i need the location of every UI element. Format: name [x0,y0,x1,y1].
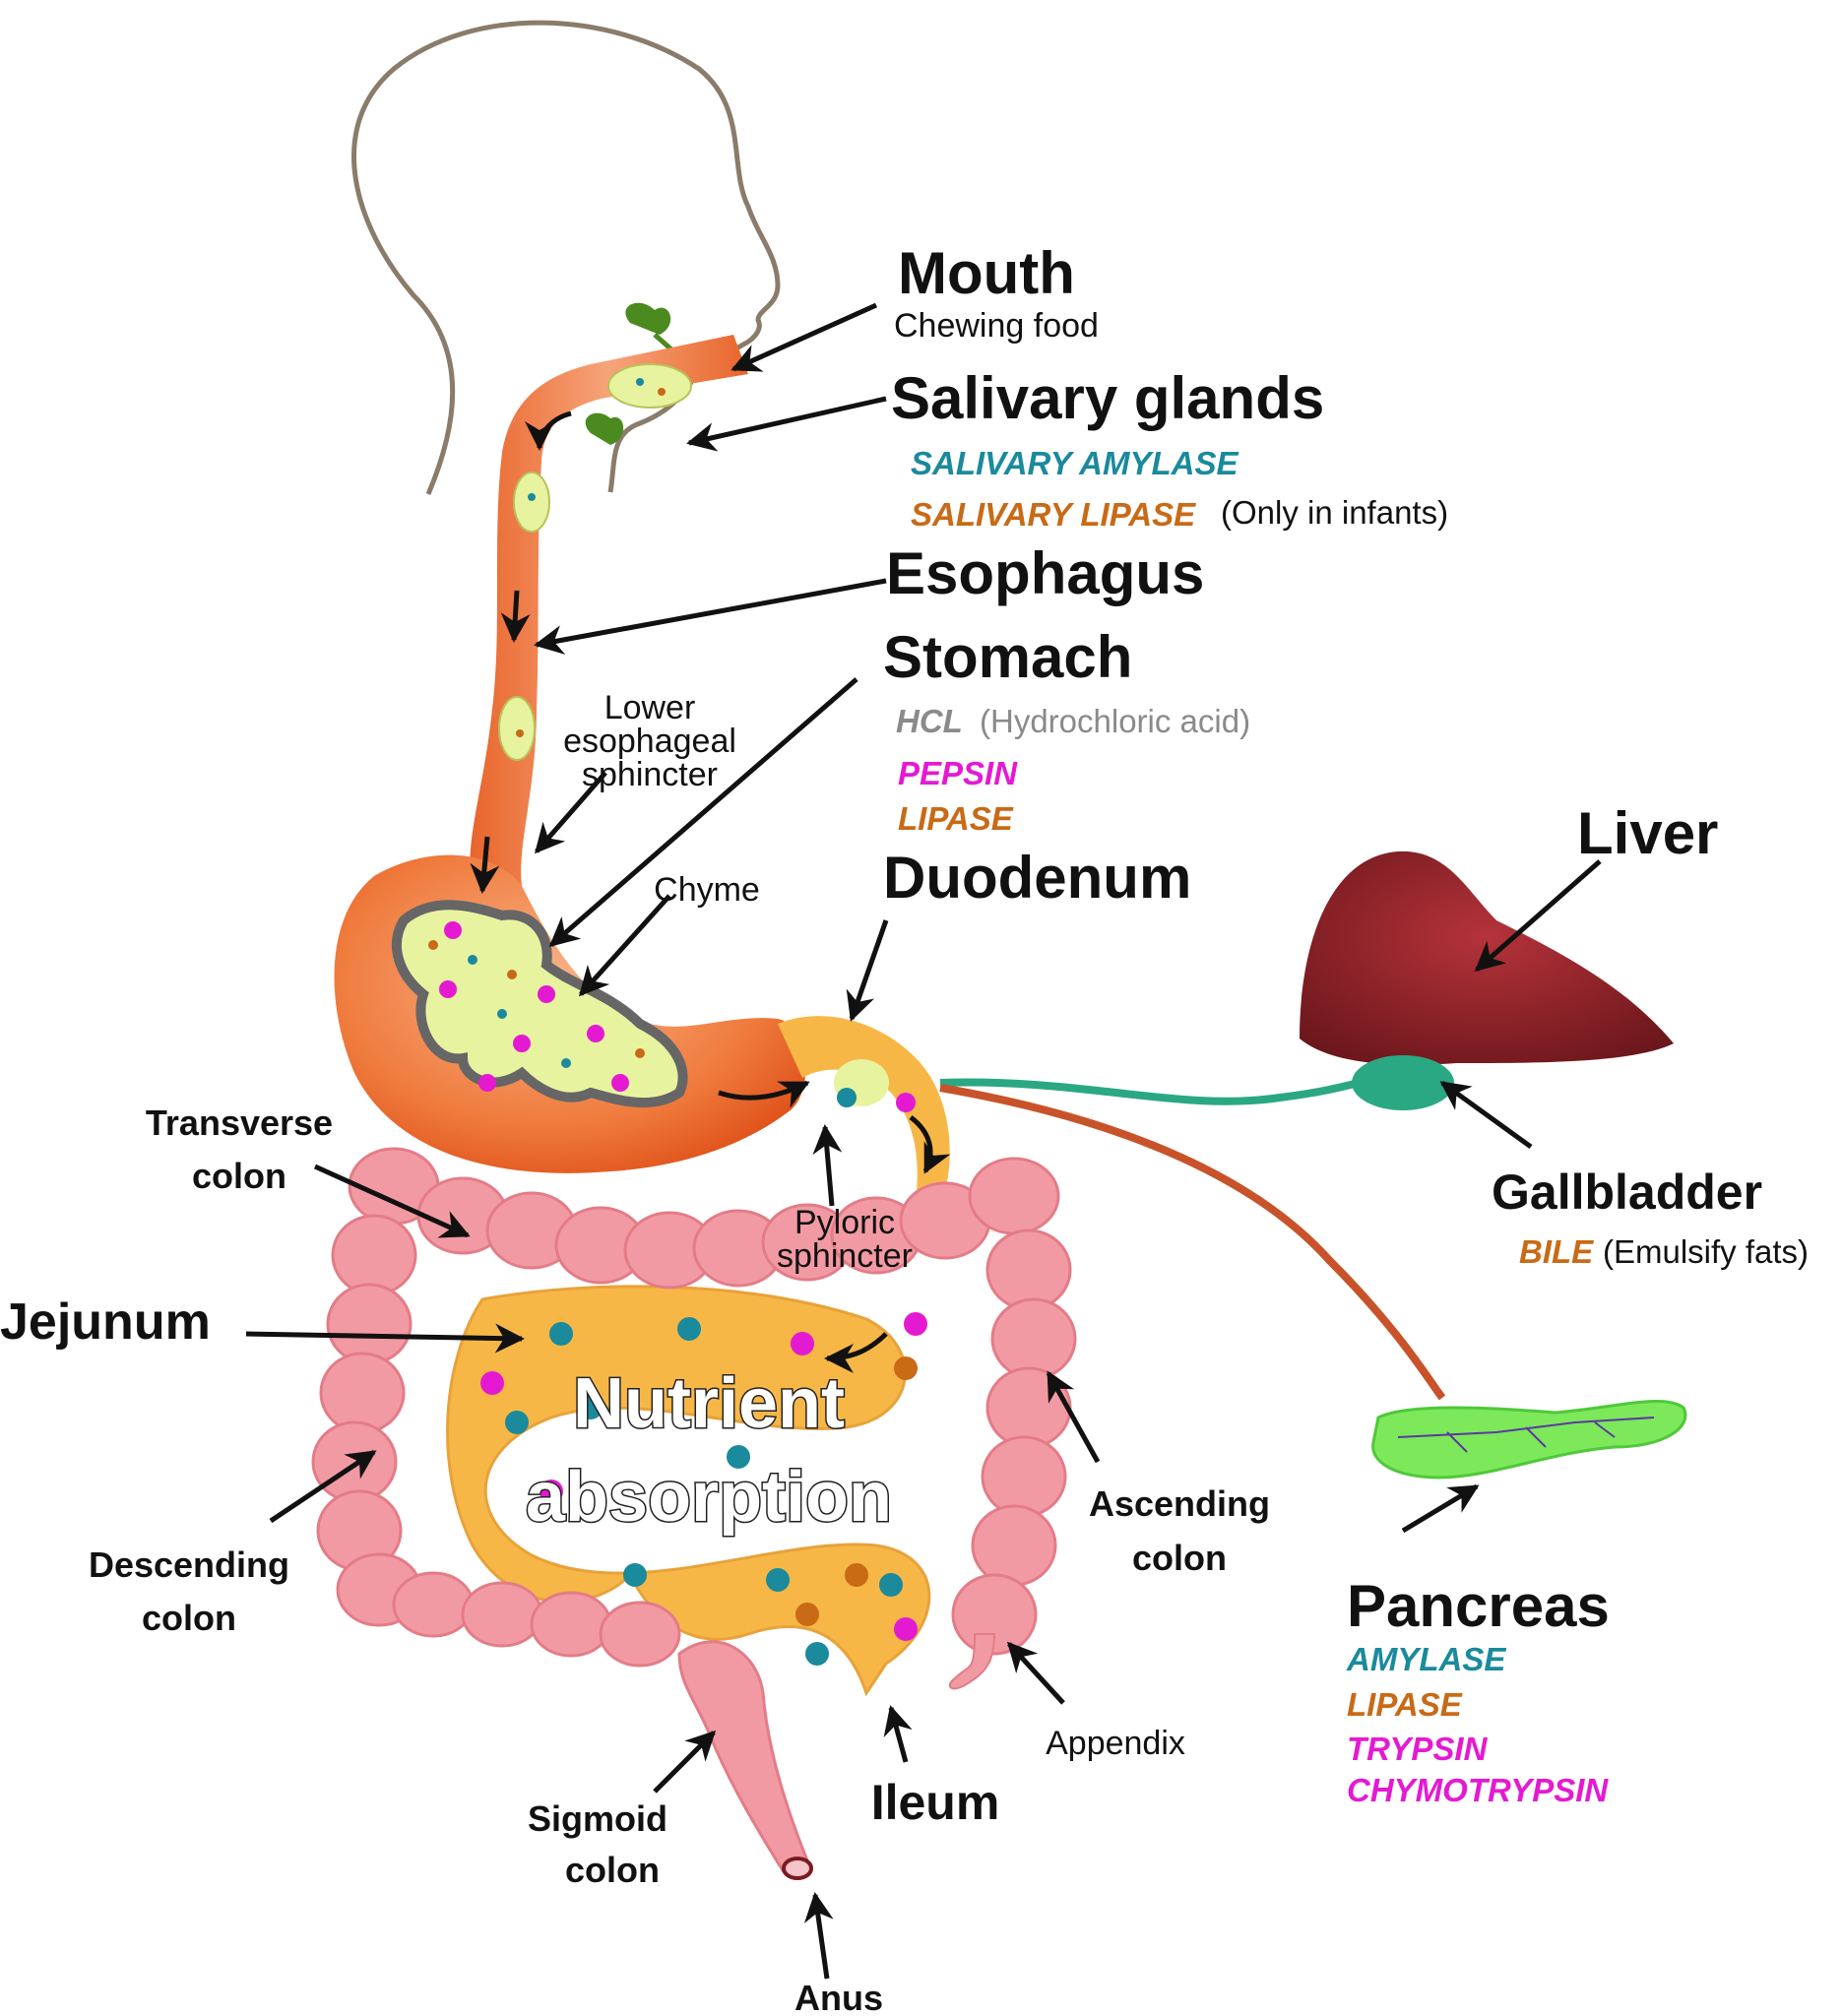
label-hcl: HCL [896,703,963,739]
head-outline [351,20,781,495]
label-pancreas: Pancreas [1347,1573,1610,1639]
label-stomach-lipase: LIPASE [898,800,1014,837]
label-sigmoid-1: Sigmoid [528,1798,667,1839]
label-bile-note: (Emulsify fats) [1603,1233,1809,1270]
label-jejunum: Jejunum [0,1293,211,1351]
salivary-glands-shape [585,302,681,445]
label-pancreas-amylase: AMYLASE [1346,1641,1506,1677]
label-appendix: Appendix [1046,1725,1185,1762]
label-duodenum: Duodenum [883,845,1191,911]
label-esophagus: Esophagus [886,540,1204,606]
label-chymotrypsin: CHYMOTRYPSIN [1347,1772,1609,1808]
pancreatic-duct [939,1084,1446,1401]
label-salivary-lipase: SALIVARY LIPASE [911,496,1196,533]
label-bile: BILE [1519,1233,1594,1270]
pancreas-shape [1371,1400,1687,1480]
colon-shape [311,1147,1077,1668]
label-pancreas-lipase: LIPASE [1347,1686,1463,1723]
duodenum-shape [778,1016,950,1201]
label-ileum: Ileum [871,1775,1000,1830]
label-arrows [245,302,1602,1980]
label-ascending-2: colon [1132,1538,1227,1578]
label-les-2: esophageal [563,723,736,760]
label-mouth-note: Chewing food [894,307,1099,345]
label-stomach: Stomach [883,624,1132,690]
label-ascending-1: Ascending [1089,1483,1270,1524]
label-descending-2: colon [142,1598,236,1638]
label-sigmoid-2: colon [565,1850,660,1890]
label-transverse-1: Transverse [146,1102,333,1143]
anus-shape [782,1857,813,1880]
label-salivary-lipase-note: (Only in infants) [1221,494,1448,531]
esophagus-shape [470,335,748,886]
label-liver: Liver [1577,800,1718,866]
label-les-1: Lower [604,689,696,726]
label-anus: Anus [794,1978,883,2016]
label-transverse-2: colon [192,1156,286,1196]
label-les-3: sphincter [582,756,718,793]
label-salivary-amylase: SALIVARY AMYLASE [911,445,1239,481]
label-hcl-note: (Hydrochloric acid) [980,703,1250,739]
gallbladder-shape [1352,1055,1454,1110]
chyme-shape [391,900,688,1108]
label-nutrient-1: Nutrient [573,1364,845,1443]
label-mouth: Mouth [898,240,1075,306]
label-pepsin: PEPSIN [898,755,1018,791]
label-pyloric-2: sphincter [777,1237,913,1275]
label-pyloric-1: Pyloric [794,1204,895,1241]
food-bolus [498,363,692,761]
sigmoid-colon-shape [677,1640,809,1872]
chyme-particles [428,921,645,1092]
label-chyme: Chyme [654,871,760,909]
label-trypsin: TRYPSIN [1347,1731,1489,1767]
bile-duct [939,1078,1360,1105]
appendix-shape [948,1633,996,1690]
label-descending-1: Descending [89,1544,289,1585]
label-nutrient-2: absorption [526,1458,892,1537]
label-gallbladder: Gallbladder [1492,1165,1762,1220]
label-salivary-glands: Salivary glands [891,365,1324,431]
flow-arrows [470,410,951,1373]
